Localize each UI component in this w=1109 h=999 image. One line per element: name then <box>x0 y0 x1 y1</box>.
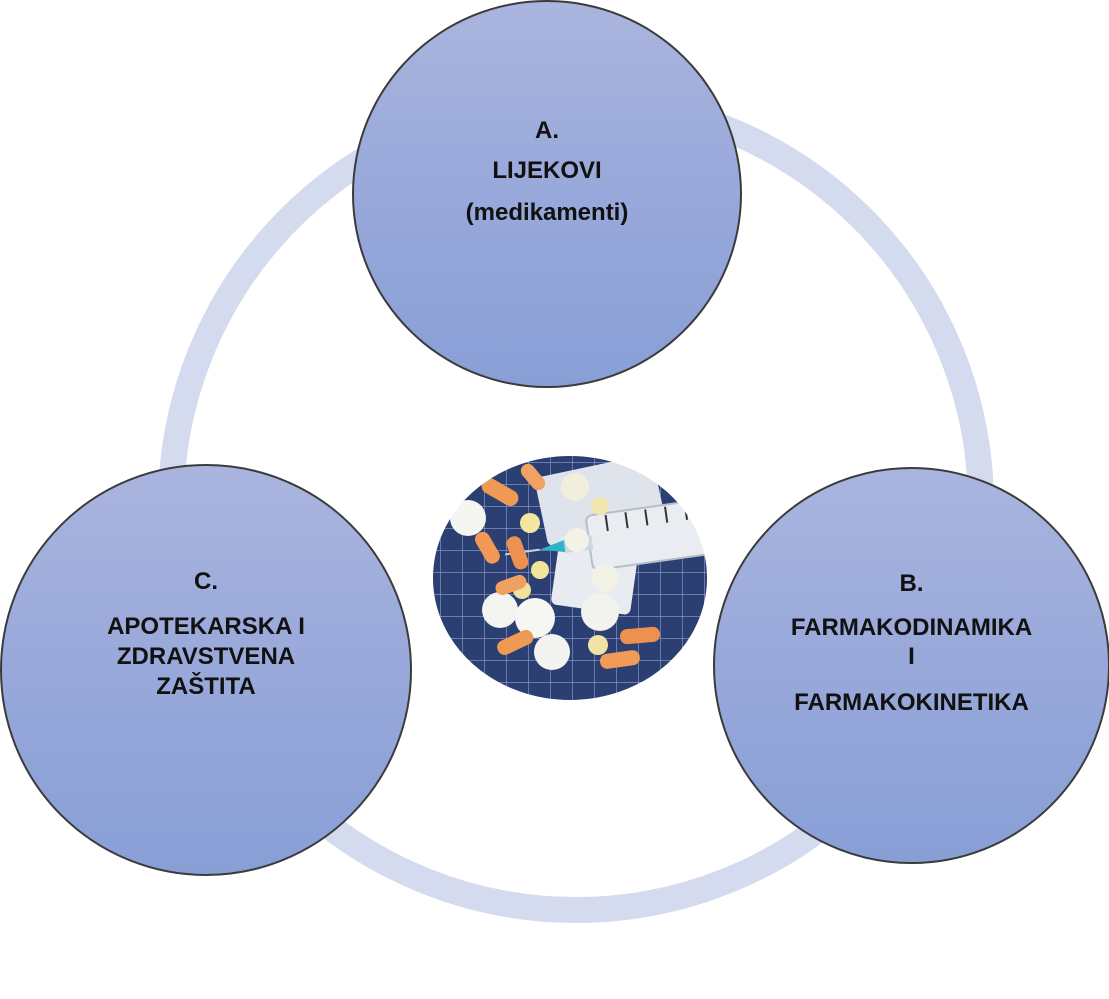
node-b-farmakodinamika: B. FARMAKODINAMIKA I FARMAKOKINETIKA <box>713 467 1109 864</box>
pills-and-syringe-icon <box>432 455 708 701</box>
node-a-lijekovi: A. LIJEKOVI (medikamenti) <box>352 0 742 388</box>
node-b-title: FARMAKODINAMIKA <box>790 613 1033 641</box>
node-b-subtitle: FARMAKOKINETIKA <box>794 689 1029 717</box>
node-c-zastita: C. APOTEKARSKA I ZDRAVSTVENA ZAŠTITA <box>0 464 412 876</box>
node-a-title: LIJEKOVI <box>492 157 602 184</box>
node-b-conjunction: I <box>908 642 915 670</box>
node-b-letter: B. <box>899 569 924 597</box>
node-c-title: APOTEKARSKA I ZDRAVSTVENA ZAŠTITA <box>107 613 305 700</box>
center-photo-frame <box>431 454 709 702</box>
node-a-subtitle: (medikamenti) <box>465 199 629 226</box>
node-a-letter: A. <box>535 117 559 144</box>
node-c-letter: C. <box>194 568 218 595</box>
